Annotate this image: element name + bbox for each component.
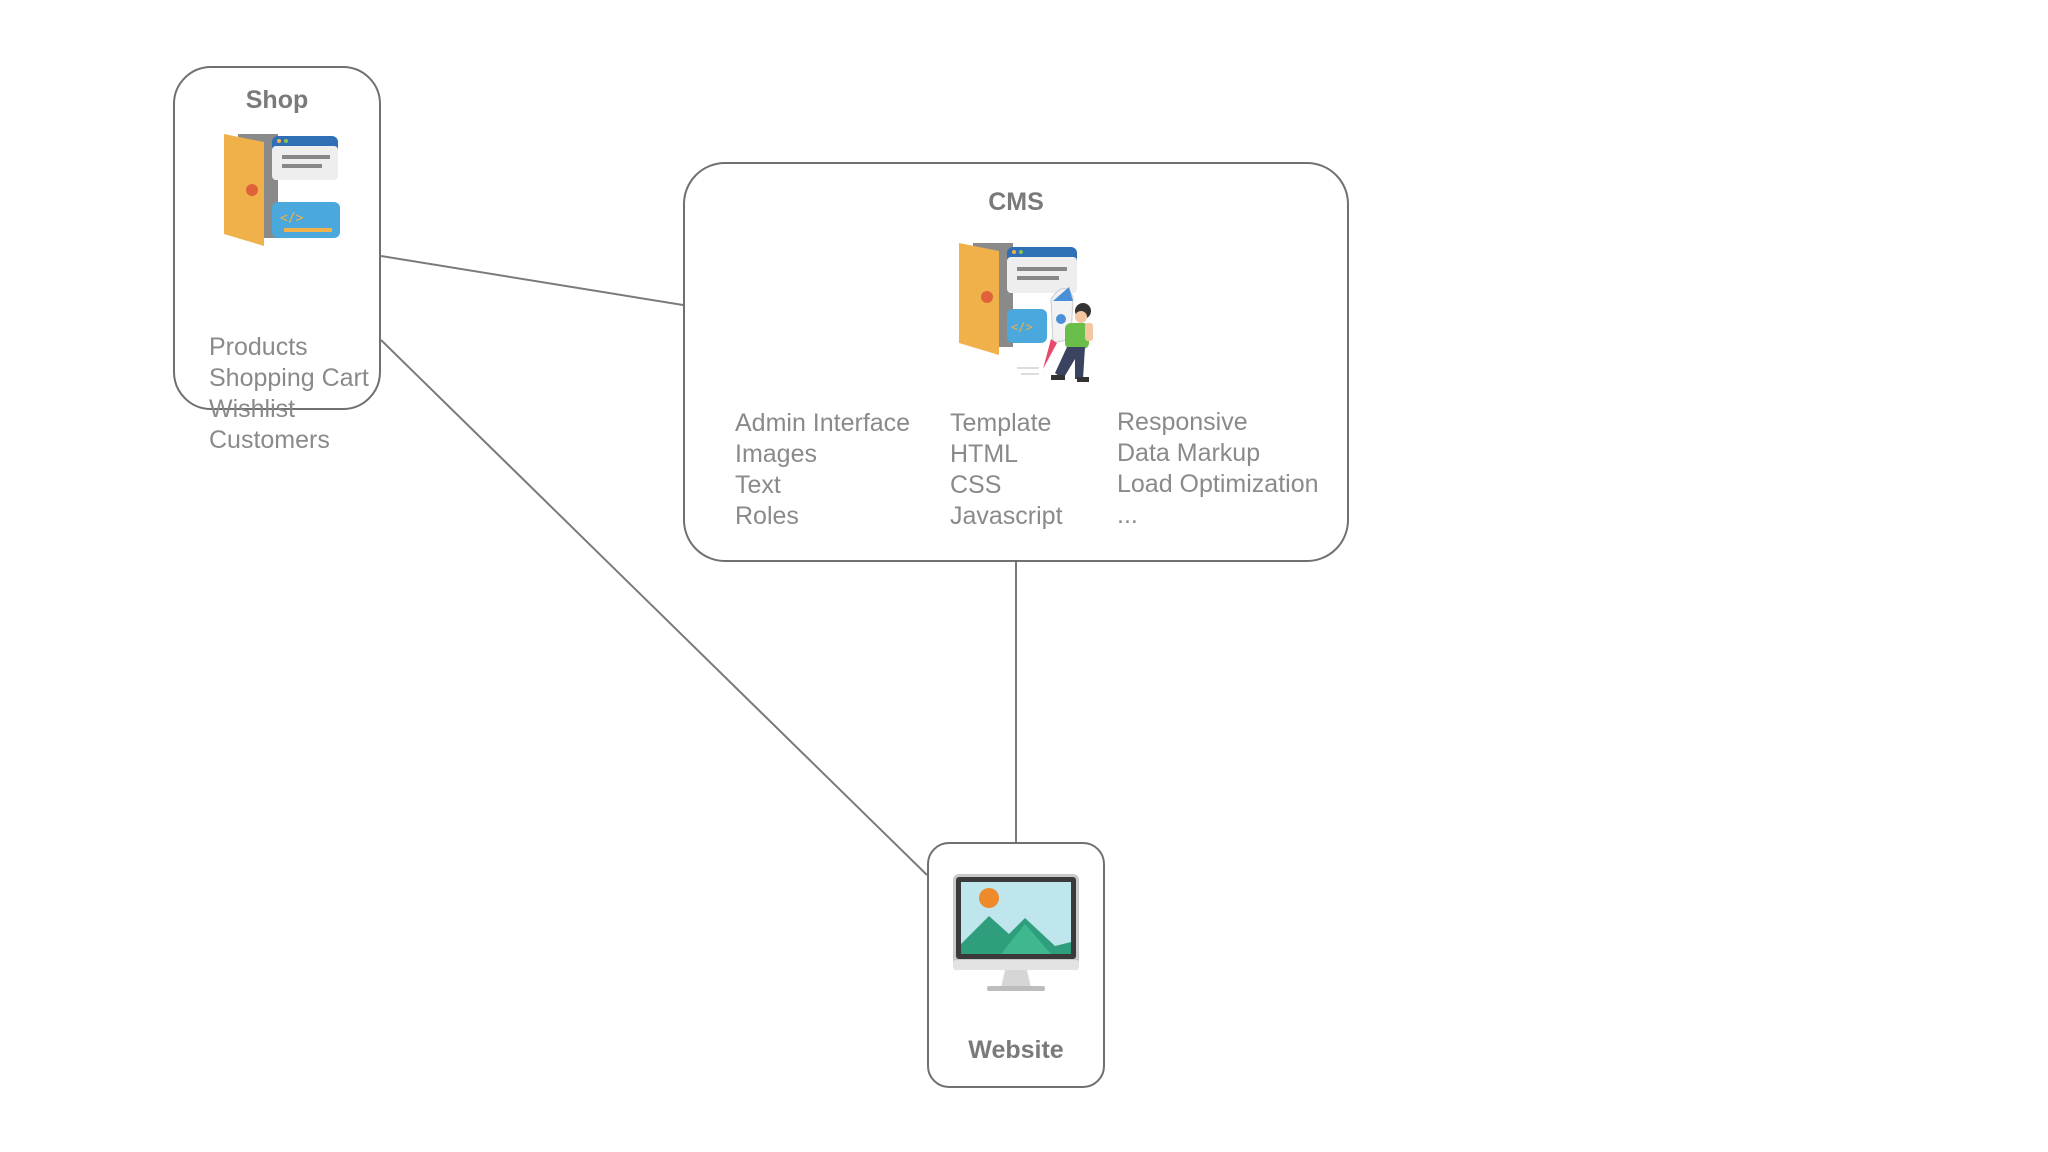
list-item: Responsive [1117, 408, 1248, 436]
shop-items: Products Shopping Cart Wishlist Customer… [209, 332, 369, 456]
cms-column-content: Admin Interface Images Text Roles [735, 408, 910, 532]
list-item: CSS [950, 471, 1002, 499]
cms-node[interactable]: CMS </> Admi [683, 162, 1349, 562]
list-item: Admin Interface [735, 409, 911, 437]
desktop-monitor-landscape-icon [953, 874, 1079, 991]
shop-node[interactable]: Shop </> Products Shopping Cart Wishlist… [173, 66, 381, 454]
list-item: Shopping Cart [209, 364, 369, 392]
list-item: Javascript [950, 502, 1063, 530]
website-node[interactable]: Website [927, 842, 1105, 1088]
list-item: Customers [209, 426, 330, 454]
list-item: Text [735, 471, 781, 499]
website-title: Website [968, 1036, 1064, 1064]
list-item: Roles [735, 502, 799, 530]
list-item: Data Markup [1117, 439, 1261, 467]
list-item: Products [209, 333, 308, 361]
list-item: Images [735, 440, 817, 468]
list-item: Wishlist [209, 395, 296, 423]
cms-title: CMS [988, 188, 1044, 216]
connector-shop-website [380, 339, 928, 876]
list-item: ... [1117, 501, 1138, 529]
list-item: Load Optimization [1117, 470, 1319, 498]
list-item: Template [950, 409, 1052, 437]
door-rocket-developer-icon: </> [959, 243, 1093, 382]
svg-text:</>: </> [1011, 320, 1033, 334]
door-code-window-icon: </> [224, 134, 340, 246]
cms-column-frontend: Template HTML CSS Javascript [950, 408, 1063, 532]
shop-title: Shop [245, 86, 309, 114]
cms-column-optimization: Responsive Data Markup Load Optimization… [1117, 407, 1319, 531]
svg-text:</>: </> [280, 211, 304, 226]
list-item: HTML [950, 440, 1019, 468]
connector-shop-cms [380, 255, 684, 306]
